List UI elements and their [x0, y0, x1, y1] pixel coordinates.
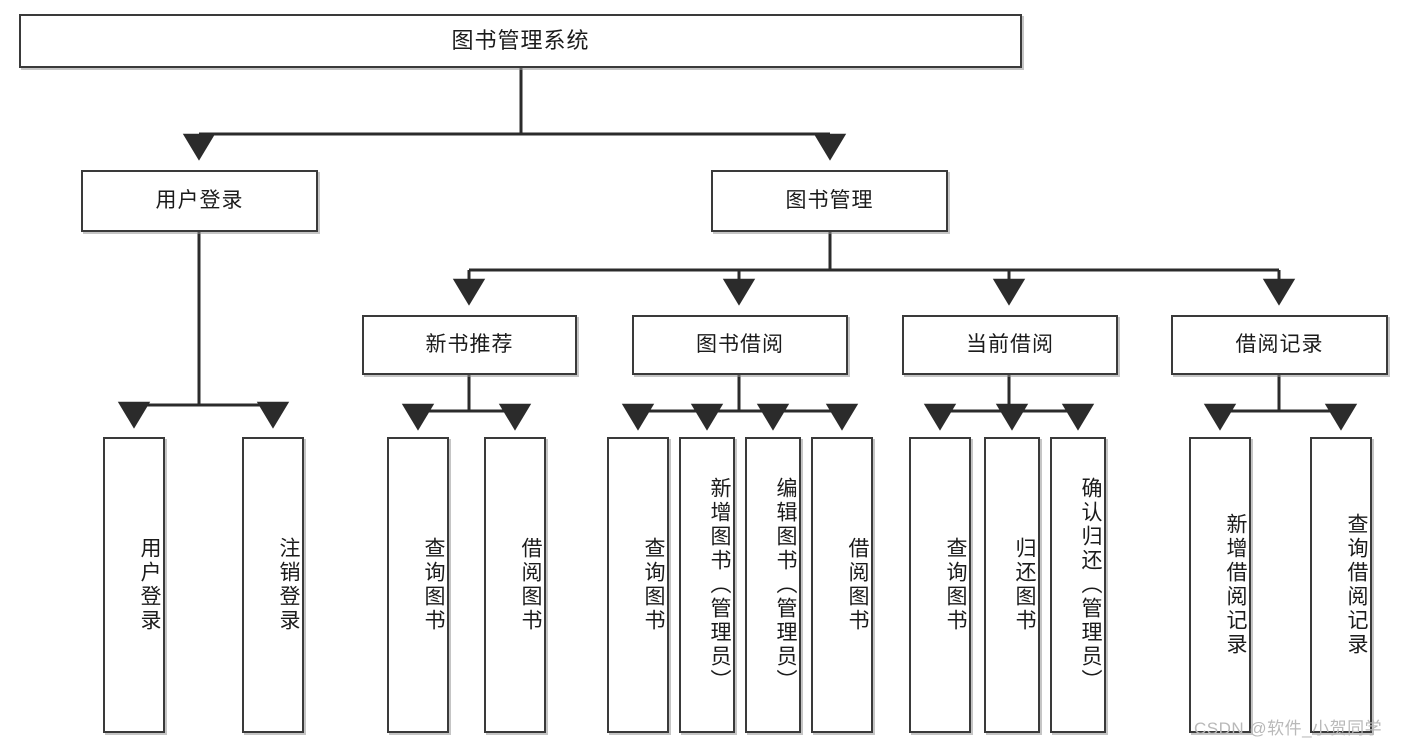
- leaf-borrow-book-1[interactable]: 借阅图书: [484, 437, 546, 733]
- leaf-user-login-label: 用户登录: [138, 537, 161, 633]
- node-new-book-recommend[interactable]: 新书推荐: [362, 315, 577, 375]
- node-book-manage-label: 图书管理: [785, 189, 874, 213]
- leaf-add-record-label: 新增借阅记录: [1224, 513, 1247, 657]
- leaf-query-book-2[interactable]: 查询图书: [607, 437, 669, 733]
- leaf-confirm-return-label: 确认归还（管理员）: [1079, 477, 1102, 693]
- leaf-query-record[interactable]: 查询借阅记录: [1310, 437, 1372, 733]
- node-user-login[interactable]: 用户登录: [81, 170, 318, 232]
- leaf-query-book-3-label: 查询图书: [944, 537, 967, 633]
- node-user-login-label: 用户登录: [155, 189, 244, 213]
- leaf-query-record-label: 查询借阅记录: [1345, 513, 1368, 657]
- leaf-borrow-book-2[interactable]: 借阅图书: [811, 437, 873, 733]
- leaf-edit-book-label: 编辑图书（管理员）: [774, 477, 797, 693]
- node-new-book-recommend-label: 新书推荐: [425, 333, 514, 357]
- leaf-query-book-3[interactable]: 查询图书: [909, 437, 971, 733]
- node-current-borrow[interactable]: 当前借阅: [902, 315, 1118, 375]
- leaf-user-logout[interactable]: 注销登录: [242, 437, 304, 733]
- leaf-query-book-1[interactable]: 查询图书: [387, 437, 449, 733]
- node-book-borrow-label: 图书借阅: [696, 333, 784, 357]
- leaf-return-book[interactable]: 归还图书: [984, 437, 1040, 733]
- leaf-query-book-1-label: 查询图书: [422, 537, 445, 633]
- leaf-edit-book[interactable]: 编辑图书（管理员）: [745, 437, 801, 733]
- leaf-borrow-book-2-label: 借阅图书: [846, 537, 869, 633]
- node-root[interactable]: 图书管理系统: [19, 14, 1022, 68]
- leaf-query-book-2-label: 查询图书: [642, 537, 665, 633]
- leaf-user-logout-label: 注销登录: [277, 537, 300, 633]
- node-root-label: 图书管理系统: [451, 27, 590, 53]
- leaf-borrow-book-1-label: 借阅图书: [519, 537, 542, 633]
- leaf-add-book-label: 新增图书（管理员）: [708, 477, 731, 693]
- leaf-user-login[interactable]: 用户登录: [103, 437, 165, 733]
- leaf-return-book-label: 归还图书: [1013, 537, 1036, 633]
- node-book-manage[interactable]: 图书管理: [711, 170, 948, 232]
- node-borrow-record[interactable]: 借阅记录: [1171, 315, 1388, 375]
- node-book-borrow[interactable]: 图书借阅: [632, 315, 848, 375]
- node-borrow-record-label: 借阅记录: [1235, 333, 1324, 357]
- leaf-confirm-return[interactable]: 确认归还（管理员）: [1050, 437, 1106, 733]
- node-current-borrow-label: 当前借阅: [966, 333, 1054, 357]
- leaf-add-record[interactable]: 新增借阅记录: [1189, 437, 1251, 733]
- leaf-add-book[interactable]: 新增图书（管理员）: [679, 437, 735, 733]
